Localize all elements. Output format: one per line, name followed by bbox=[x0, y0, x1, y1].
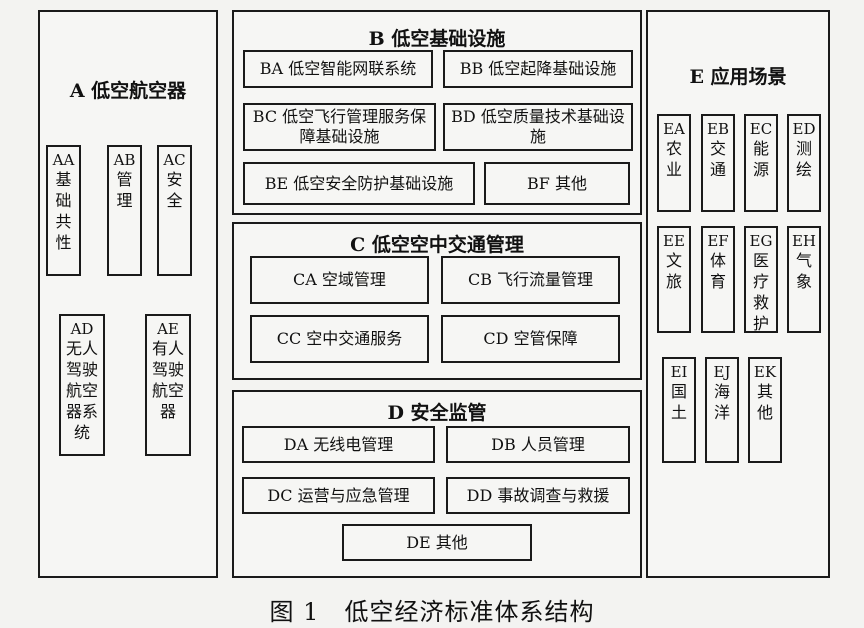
item-dd: DD 事故调查与救援 bbox=[446, 477, 630, 514]
item-cd: CD 空管保障 bbox=[441, 315, 620, 363]
item-ad-text: 无人驾驶航空器系统 bbox=[65, 339, 98, 442]
item-ad: AD 无人驾驶航空器系统 bbox=[59, 314, 105, 456]
item-ee-code: EE bbox=[663, 232, 685, 250]
item-eg-code: EG bbox=[749, 232, 773, 250]
item-ea: EA 农业 bbox=[657, 114, 691, 212]
item-ac: AC 安全 bbox=[157, 145, 192, 276]
item-ec: EC 能源 bbox=[744, 114, 778, 212]
item-dc: DC 运营与应急管理 bbox=[242, 477, 435, 514]
item-ej-code: EJ bbox=[713, 363, 731, 381]
item-eh-text: 气象 bbox=[795, 251, 812, 291]
item-bf: BF 其他 bbox=[484, 162, 630, 205]
item-ca: CA 空域管理 bbox=[250, 256, 429, 304]
item-bb: BB 低空起降基础设施 bbox=[443, 50, 633, 88]
item-ae-code: AE bbox=[157, 320, 179, 338]
item-de: DE 其他 bbox=[342, 524, 532, 561]
item-da: DA 无线电管理 bbox=[242, 426, 435, 463]
item-ek: EK 其他 bbox=[748, 357, 782, 463]
item-ef-code: EF bbox=[707, 232, 729, 250]
item-aa-code: AA bbox=[52, 151, 75, 169]
item-ei: EI 国土 bbox=[662, 357, 696, 463]
item-eb-text: 交通 bbox=[709, 139, 726, 179]
item-ee-text: 文旅 bbox=[665, 251, 682, 291]
item-bd: BD 低空质量技术基础设施 bbox=[443, 103, 633, 151]
item-eg: EG 医疗救护 bbox=[744, 226, 778, 333]
item-aa: AA 基础共性 bbox=[46, 145, 81, 276]
item-ef: EF 体育 bbox=[701, 226, 735, 333]
item-ab: AB 管理 bbox=[107, 145, 142, 276]
figure-caption: 图 1 低空经济标准体系结构 bbox=[269, 598, 595, 626]
item-cc: CC 空中交通服务 bbox=[250, 315, 429, 363]
item-bc: BC 低空飞行管理服务保障基础设施 bbox=[243, 103, 436, 151]
item-ed: ED 测绘 bbox=[787, 114, 821, 212]
item-ac-text: 安全 bbox=[166, 170, 183, 210]
item-ei-text: 国土 bbox=[670, 382, 687, 422]
item-ba: BA 低空智能网联系统 bbox=[243, 50, 433, 88]
item-ek-code: EK bbox=[753, 363, 777, 381]
item-eb: EB 交通 bbox=[701, 114, 735, 212]
item-ab-text: 管理 bbox=[116, 170, 133, 210]
item-ea-text: 农业 bbox=[665, 139, 682, 179]
item-ad-code: AD bbox=[70, 320, 94, 338]
item-ek-text: 其他 bbox=[756, 382, 773, 422]
item-ei-code: EI bbox=[670, 363, 688, 381]
item-ee: EE 文旅 bbox=[657, 226, 691, 333]
panel-d-title: D 安全监管 bbox=[387, 402, 487, 424]
panel-b-title: B 低空基础设施 bbox=[368, 28, 506, 50]
item-ab-code: AB bbox=[113, 151, 136, 169]
item-be: BE 低空安全防护基础设施 bbox=[243, 162, 475, 205]
item-eb-code: EB bbox=[707, 120, 729, 138]
item-ec-text: 能源 bbox=[752, 139, 769, 179]
item-cb: CB 飞行流量管理 bbox=[441, 256, 620, 304]
item-eh: EH 气象 bbox=[787, 226, 821, 333]
panel-a-title: A 低空航空器 bbox=[69, 80, 187, 102]
item-ef-text: 体育 bbox=[709, 251, 726, 291]
item-eg-text: 医疗救护 bbox=[752, 251, 769, 333]
item-ea-code: EA bbox=[663, 120, 685, 138]
item-eh-code: EH bbox=[791, 232, 817, 250]
item-db: DB 人员管理 bbox=[446, 426, 630, 463]
item-ec-code: EC bbox=[749, 120, 773, 138]
item-ae: AE 有人驾驶航空器 bbox=[145, 314, 191, 456]
panel-c-title: C 低空空中交通管理 bbox=[350, 234, 524, 256]
item-ac-code: AC bbox=[163, 151, 186, 169]
panel-a-aircraft: A 低空航空器 bbox=[38, 10, 218, 578]
item-ed-code: ED bbox=[792, 120, 816, 138]
panel-e-title: E 应用场景 bbox=[689, 66, 787, 88]
item-ej-text: 海洋 bbox=[713, 382, 730, 422]
item-ej: EJ 海洋 bbox=[705, 357, 739, 463]
item-ae-text: 有人驾驶航空器 bbox=[151, 339, 184, 421]
item-ed-text: 测绘 bbox=[795, 139, 812, 179]
item-aa-text: 基础共性 bbox=[55, 170, 72, 252]
